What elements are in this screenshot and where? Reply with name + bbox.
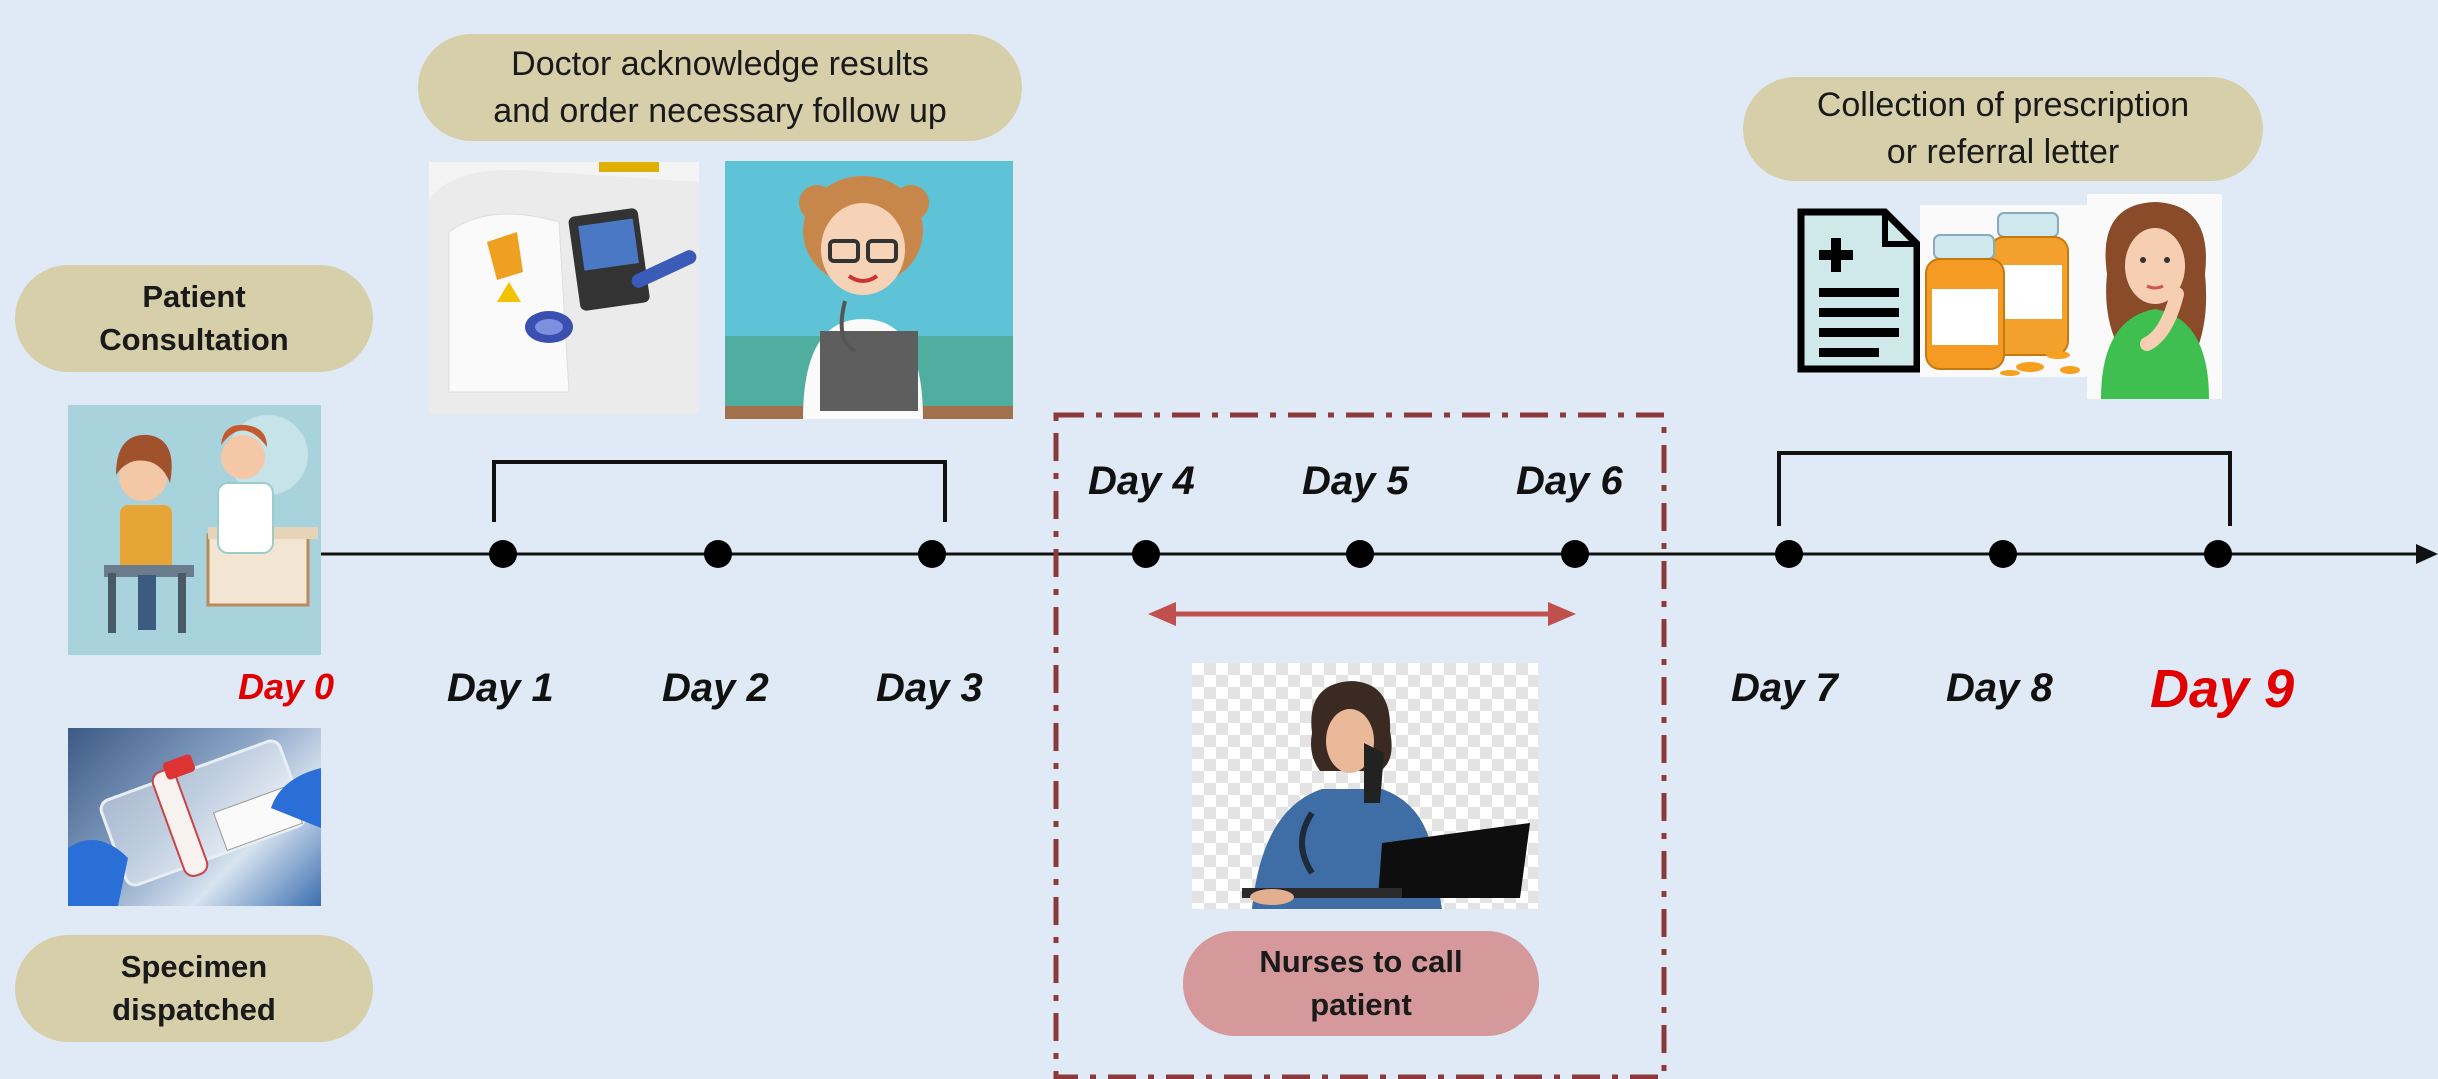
patient-consultation-label: Patient Consultation bbox=[15, 265, 373, 372]
timeline-dot-day2 bbox=[704, 540, 732, 568]
doctor-acknowledge-label: Doctor acknowledge results and order nec… bbox=[418, 34, 1022, 141]
specimen-image bbox=[68, 728, 321, 906]
lab-analyzer-image bbox=[429, 162, 699, 414]
day-8-label: Day 8 bbox=[1946, 666, 2053, 710]
timeline-dot-day6 bbox=[1561, 540, 1589, 568]
bracket-days-1-3 bbox=[492, 460, 947, 522]
day-0-label: Day 0 bbox=[238, 666, 335, 707]
consultation-image bbox=[68, 405, 321, 655]
thinking-woman-image bbox=[2087, 194, 2222, 399]
day-2-label: Day 2 bbox=[662, 666, 769, 710]
timeline-dot-day9 bbox=[2204, 540, 2232, 568]
day-6-label: Day 6 bbox=[1516, 459, 1623, 503]
collection-label: Collection of prescription or referral l… bbox=[1743, 77, 2263, 181]
doctor-image bbox=[725, 161, 1013, 419]
day-5-label: Day 5 bbox=[1302, 459, 1409, 503]
timeline-dot-day4 bbox=[1132, 540, 1160, 568]
timeline-arrowhead bbox=[2416, 544, 2438, 564]
timeline-dot-day7 bbox=[1775, 540, 1803, 568]
day-4-label: Day 4 bbox=[1088, 459, 1195, 503]
timeline-dot-day1 bbox=[489, 540, 517, 568]
nurse-on-phone-image bbox=[1192, 663, 1538, 909]
day-3-label: Day 3 bbox=[876, 666, 983, 710]
timeline-dot-day5 bbox=[1346, 540, 1374, 568]
double-arrow-right-head bbox=[1548, 602, 1576, 626]
timeline-dot-day8 bbox=[1989, 540, 2017, 568]
timeline-dot-day3 bbox=[918, 540, 946, 568]
day-1-label: Day 1 bbox=[447, 666, 554, 710]
dashed-box-days-4-6 bbox=[1053, 412, 1667, 1079]
specimen-dispatched-label: Specimen dispatched bbox=[15, 935, 373, 1042]
day-9-label: Day 9 bbox=[2150, 659, 2295, 719]
prescription-icon bbox=[1797, 208, 1921, 373]
day-7-label: Day 7 bbox=[1731, 666, 1838, 710]
double-arrow-left-head bbox=[1148, 602, 1176, 626]
nurses-call-label: Nurses to call patient bbox=[1183, 931, 1539, 1036]
vitamin-bottles-image bbox=[1920, 205, 2088, 377]
bracket-days-7-9 bbox=[1777, 451, 2232, 526]
